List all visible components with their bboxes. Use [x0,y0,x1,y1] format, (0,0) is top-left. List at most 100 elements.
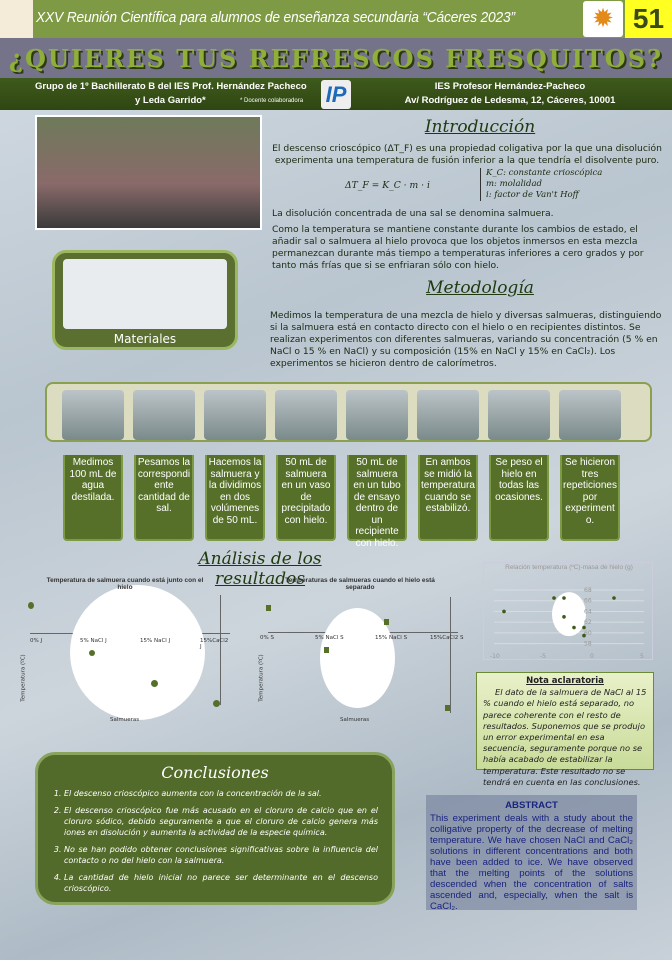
conclusion-item: El descenso crioscópico aumenta con la c… [64,788,378,799]
school-address: Av/ Rodríguez de Ledesma, 12, Cáceres, 1… [404,95,616,106]
poster-number: 51 [625,0,672,38]
legend-m: m: molalidad [486,179,542,189]
materials-panel: Materiales [52,250,238,350]
method-heading: Metodología [426,278,534,298]
school-name: IES Profesor Hernández-Pacheco [434,81,586,92]
event-logo-icon: ✹ [583,1,623,37]
intro-p1: El descenso crioscópico (ΔT_F) es una pr… [272,143,662,166]
y-label: Temperatura (ºC) [20,654,27,702]
header-bar: XXV Reunión Científica para alumnos de e… [0,0,672,38]
data-point [213,700,220,707]
data-point [562,615,566,619]
tick-label: 0% J [30,638,43,644]
authors-line1: Grupo de 1º Bachillerato B del IES Prof.… [35,81,307,92]
x-label: Salmueras [110,717,140,723]
chart-together: Temperatura de salmuera cuando está junt… [20,575,230,723]
data-point [562,596,566,600]
formula: ΔT_F = K_C · m · i [345,180,430,191]
intro-heading: Introducción [424,117,536,137]
data-point [612,596,616,600]
note-text: El dato de la salmuera de NaCl al 15 % c… [483,687,647,787]
title-band: ¿QUIERES TUS REFRESCOS FRESQUITOS? [0,38,672,78]
conclusion-item: No se han podido obtener conclusiones si… [64,844,378,866]
conclusions-list: El descenso crioscópico aumenta con la c… [52,788,378,894]
analysis-heading: Análisis de los resultados [198,549,322,589]
step-photo [204,390,266,440]
group-photo [35,115,262,230]
step-box: 50 mL de salmuera en un vaso de precipit… [276,455,336,541]
tick-label: 0 [590,653,594,660]
data-point [552,596,556,600]
conclusions-panel: Conclusiones El descenso crioscópico aum… [35,752,395,905]
corner-logo [0,0,33,38]
y-label: Temperatura (ºC) [258,654,265,702]
axis-line [450,597,451,713]
step-photo [559,390,621,440]
tick-label: 58 [584,641,592,648]
tick-label: -5 [540,653,546,660]
step-box: Pesamos la correspondiente cantidad de s… [134,455,194,541]
data-point [151,680,158,687]
step-photo [346,390,408,440]
chart-overlay [552,592,586,637]
step-photo [417,390,479,440]
data-point [28,602,34,609]
data-point [89,650,95,656]
tick-label: -10 [490,653,500,660]
abstract-panel: ABSTRACT This experiment deals with a st… [426,795,637,912]
chart-ice-mass: 68 66 64 62 60 58 -10 -5 0 5 Relación temperatura… [483,562,653,660]
chart-title: Temperatura de salmuera cuando está junt… [46,577,204,591]
step-box: En ambos se midió la temperatura cuando … [418,455,478,541]
step-photo [133,390,195,440]
method-text: Medimos la temperatura de una mezcla de … [270,310,662,369]
step-box: 50 mL de salmuera en un tubo de ensayo d… [347,455,407,549]
chart-plot: 68 66 64 62 60 58 -10 -5 0 5 [490,587,644,660]
note-heading: Nota aclaratoria [526,676,604,686]
step-photo [275,390,337,440]
conclusions-heading: Conclusiones [161,763,269,782]
data-point [502,609,506,614]
step-box: Medimos 100 mL de agua destilada. [63,455,123,541]
data-point [572,625,576,630]
step-photo [62,390,124,440]
tick-label: 5% NaCl S [315,635,344,641]
tick-label: 15% NaCl S [375,635,408,641]
chart-overlay [320,608,395,708]
legend-i: i: factor de Van't Hoff [486,190,579,200]
step-box: Hacemos la salmuera y la dividimos en do… [205,455,265,541]
axis-line [220,595,221,705]
tick-label: 60 [584,630,592,637]
data-point [445,705,450,711]
tick-label: 15%CaCl2 S [430,635,464,641]
tick-label: 64 [584,608,592,615]
formula-legend: K_C: constante crioscópica m: molalidad … [480,168,602,201]
tick-label: 66 [584,598,592,605]
materials-photo [63,259,227,329]
school-logo: IP [321,80,351,109]
tick-label: 68 [584,587,592,594]
conclusion-item: La cantidad de hielo inicial no parece s… [64,872,378,894]
tick-label: 5 [640,653,644,660]
conclusion-item: El descenso crioscópico fue más acusado … [64,805,378,838]
note-box: Nota aclaratoria El dato de la salmuera … [476,672,654,787]
chart-title: Temperaturas de salmueras cuando el hiel… [285,577,435,591]
abstract-text: This experiment deals with a study about… [430,813,633,912]
poster-title: ¿QUIERES TUS REFRESCOS FRESQUITOS? [8,44,664,73]
step-photo [488,390,550,440]
materials-label: Materiales [113,332,177,346]
legend-kc: K_C: constante crioscópica [486,168,603,178]
data-point [266,605,271,611]
abstract-heading: ABSTRACT [505,800,558,811]
tick-label: 15%CaCl2 J [200,638,229,650]
x-label: Salmueras [340,717,370,723]
intro-p3: Como la temperatura se mantiene constant… [272,224,644,271]
tick-label: 62 [584,619,592,626]
authors-line2: y Leda Garrido* [135,95,206,106]
data-point [582,625,586,630]
tick-label: 5% NaCl J [80,638,107,644]
chart-title: Relación temperatura (ºC)-masa de hielo … [505,564,633,571]
step-box: Se peso el hielo en todas las ocasiones. [489,455,549,541]
tick-label: 15% NaCl J [140,638,171,644]
intro-p2: La disolución concentrada de una sal se … [272,208,554,219]
authors-note: * Docente colaboradora [240,98,304,104]
